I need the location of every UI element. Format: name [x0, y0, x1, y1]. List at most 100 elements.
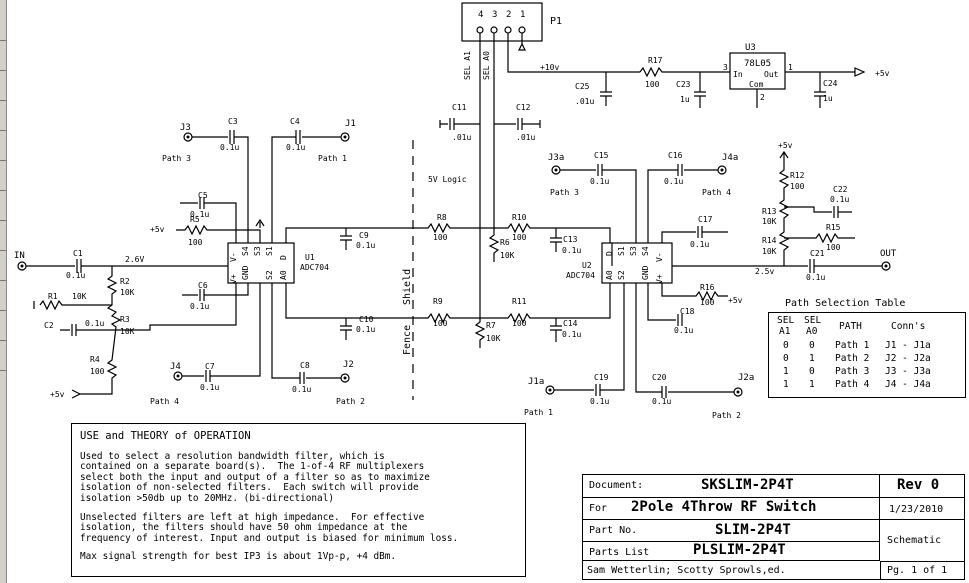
doc-kind: Schematic [887, 535, 942, 546]
svg-text:U2: U2 [582, 261, 592, 270]
svg-text:C11: C11 [452, 103, 467, 112]
notes-paragraph-1: Used to select a resolution bandwidth fi… [80, 450, 430, 504]
svg-text:In: In [733, 70, 743, 79]
svg-text:100: 100 [433, 233, 448, 242]
svg-text:Path 1: Path 1 [524, 408, 553, 417]
svg-text:S2: S2 [265, 270, 274, 280]
svg-text:100: 100 [826, 243, 841, 252]
u2-multiplexer [601, 242, 673, 284]
svg-text:2.5v: 2.5v [755, 267, 774, 276]
svg-text:S3: S3 [253, 246, 262, 256]
svg-text:C4: C4 [290, 117, 300, 126]
svg-text:0.1u: 0.1u [220, 143, 239, 152]
svg-text:ADC704: ADC704 [566, 271, 595, 280]
svg-text:5V Logic: 5V Logic [428, 175, 467, 184]
svg-text:C10: C10 [359, 315, 374, 324]
svg-text:0.1u: 0.1u [562, 246, 581, 255]
svg-text:R9: R9 [433, 297, 443, 306]
svg-text:+5v: +5v [728, 296, 743, 305]
svg-text:V+: V+ [655, 274, 664, 284]
svg-text:R10: R10 [512, 213, 527, 222]
u1-multiplexer [227, 242, 295, 284]
svg-text:C8: C8 [300, 361, 310, 370]
svg-text:S1: S1 [617, 246, 626, 256]
svg-text:+5v: +5v [778, 141, 793, 150]
svg-text:2: 2 [506, 10, 511, 20]
svg-text:D: D [279, 255, 288, 260]
svg-text:J1: J1 [345, 119, 356, 129]
svg-text:GND: GND [641, 265, 650, 280]
svg-text:Path 4: Path 4 [150, 397, 179, 406]
svg-text:.01u: .01u [452, 133, 471, 142]
svg-text:C5: C5 [198, 191, 208, 200]
document-number: SKSLIM-2P4T [701, 477, 794, 493]
svg-text:+5v: +5v [50, 390, 65, 399]
svg-text:0.1u: 0.1u [85, 319, 104, 328]
path-selection-table: SEL A1 SEL A0 PATH Conn's 0 0 Path 1 J1 … [768, 312, 966, 398]
svg-text:P1: P1 [550, 16, 562, 27]
notes-title: USE and THEORY of OPERATION [80, 430, 251, 442]
svg-text:10K: 10K [762, 217, 777, 226]
notes-paragraph-2: Unselected filters are left at high impe… [80, 511, 459, 544]
svg-text:10K: 10K [486, 334, 501, 343]
svg-text:1: 1 [788, 63, 793, 72]
svg-text:R3: R3 [120, 315, 130, 324]
svg-text:100: 100 [700, 298, 715, 307]
svg-text:R5: R5 [190, 215, 200, 224]
svg-text:0.1u: 0.1u [830, 195, 849, 204]
svg-text:SEL A0: SEL A0 [482, 51, 491, 80]
svg-text:R17: R17 [648, 56, 663, 65]
svg-text:R11: R11 [512, 297, 527, 306]
svg-text:R15: R15 [826, 223, 841, 232]
svg-text:C20: C20 [652, 373, 667, 382]
design-title: 2Pole 4Throw RF Switch [631, 499, 817, 515]
svg-text:C2: C2 [44, 321, 54, 330]
svg-text:0.1u: 0.1u [674, 326, 693, 335]
svg-text:C1: C1 [73, 249, 83, 258]
svg-text:R13: R13 [762, 207, 777, 216]
svg-text:S4: S4 [641, 246, 650, 256]
svg-text:78L05: 78L05 [744, 59, 771, 69]
svg-text:10K: 10K [500, 251, 515, 260]
svg-text:0.1u: 0.1u [200, 383, 219, 392]
svg-text:2: 2 [760, 93, 765, 102]
path-table-title: Path Selection Table [785, 298, 906, 309]
svg-text:10K: 10K [120, 288, 135, 297]
svg-text:R8: R8 [437, 213, 447, 222]
svg-text:0.1u: 0.1u [356, 325, 375, 334]
svg-text:J4: J4 [170, 362, 181, 372]
svg-text:1u: 1u [823, 94, 833, 103]
svg-text:S1: S1 [265, 246, 274, 256]
page-number: Pg. 1 of 1 [887, 565, 948, 576]
revision: Rev 0 [897, 477, 940, 493]
svg-text:+5v: +5v [150, 225, 165, 234]
svg-text:0.1u: 0.1u [590, 397, 609, 406]
svg-text:C21: C21 [810, 249, 825, 258]
svg-text:J2a: J2a [738, 373, 754, 383]
svg-text:J4a: J4a [722, 153, 738, 163]
svg-text:Shield: Shield [402, 269, 413, 305]
svg-text:Path 1: Path 1 [318, 154, 347, 163]
svg-text:Path 2: Path 2 [336, 397, 365, 406]
svg-text:10K: 10K [72, 292, 87, 301]
svg-text:100: 100 [645, 80, 660, 89]
svg-text:SEL A1: SEL A1 [463, 51, 472, 80]
theory-of-operation-notes: USE and THEORY of OPERATION Used to sele… [71, 423, 526, 577]
svg-text:0.1u: 0.1u [806, 273, 825, 282]
svg-text:0.1u: 0.1u [286, 143, 305, 152]
svg-text:.01u: .01u [516, 133, 535, 142]
svg-text:3: 3 [492, 10, 497, 20]
svg-text:A0: A0 [279, 270, 288, 280]
svg-text:100: 100 [188, 238, 203, 247]
svg-text:100: 100 [512, 319, 527, 328]
svg-text:100: 100 [790, 182, 805, 191]
svg-text:2.6V: 2.6V [125, 255, 144, 264]
svg-text:C25: C25 [575, 82, 590, 91]
svg-text:C16: C16 [668, 151, 683, 160]
svg-text:R7: R7 [486, 321, 496, 330]
p1-connector: 4 3 2 1 P1 [461, 2, 562, 42]
svg-text:IN: IN [14, 251, 25, 261]
svg-text:R1: R1 [48, 292, 58, 301]
svg-text:ADC704: ADC704 [300, 263, 329, 272]
